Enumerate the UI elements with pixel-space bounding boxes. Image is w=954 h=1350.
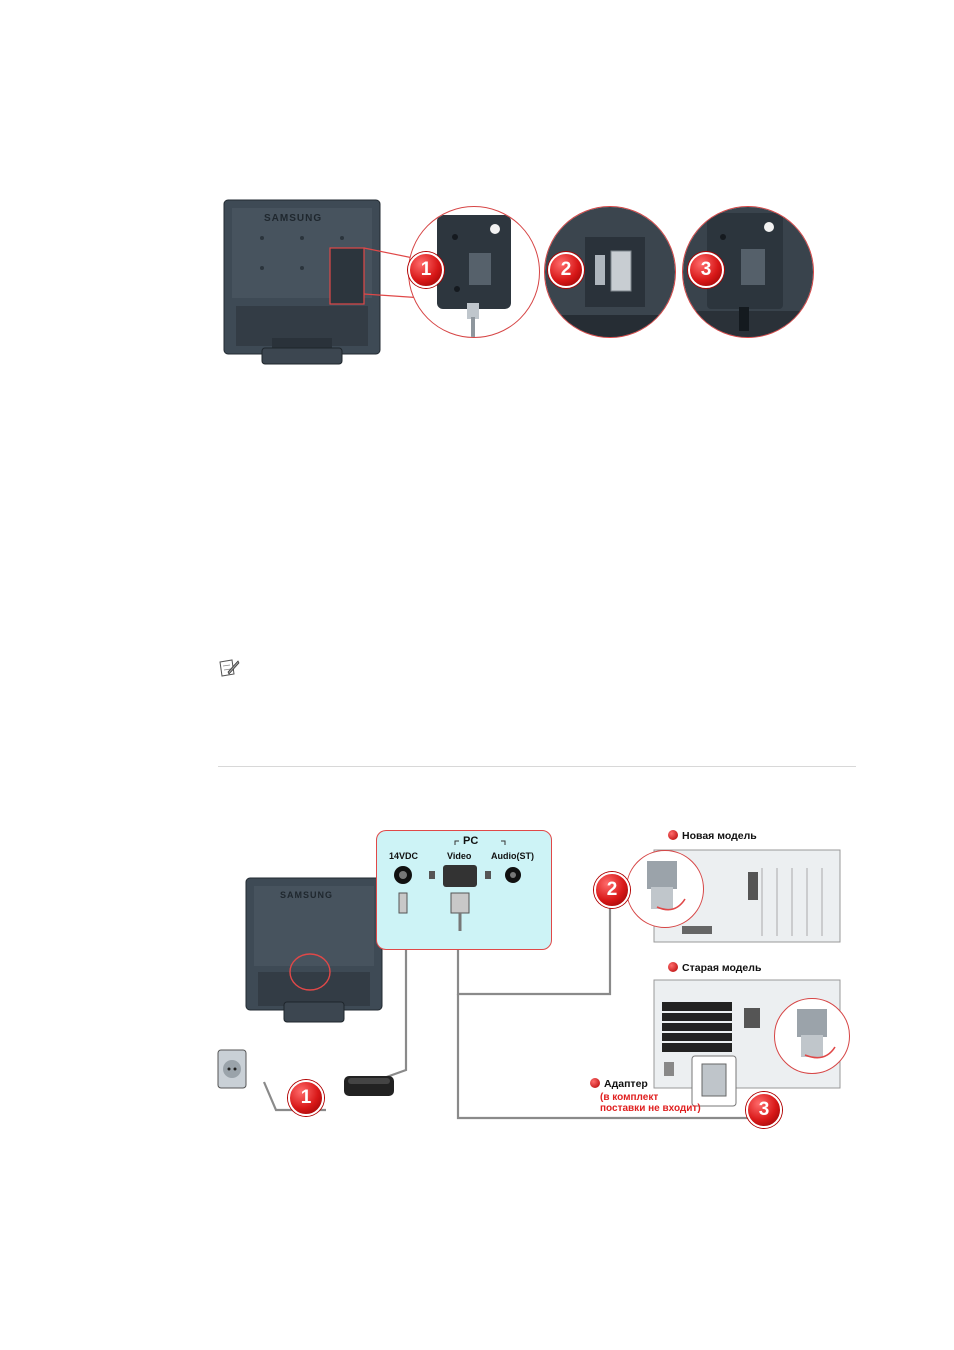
figure-monitor-back-steps: SAMSUNG — [218, 190, 838, 370]
legend-old-model: Старая модель — [668, 962, 761, 974]
old-model-label: Старая модель — [682, 962, 761, 974]
note-pencil-icon — [218, 658, 240, 678]
legend-adapter: Адаптер — [590, 1078, 648, 1090]
step-badge-3: 3 — [688, 252, 724, 288]
step-badge-1: 1 — [408, 252, 444, 288]
monitor-brand-2: SAMSUNG — [280, 890, 333, 900]
port-panel-drawing — [377, 831, 551, 949]
figure-connection-diagram: SAMSUNG PC 14VDC Video Audio(ST) Новая м… — [206, 820, 846, 1130]
port-panel: PC 14VDC Video Audio(ST) — [376, 830, 552, 950]
adapter-note-line1: (в комплект — [600, 1092, 658, 1103]
port-label-power: 14VDC — [389, 851, 418, 861]
step-badge-old: 3 — [746, 1092, 782, 1128]
step-badge-new: 2 — [594, 872, 630, 908]
port-label-video: Video — [447, 851, 471, 861]
adapter-note-line2: поставки не входит) — [600, 1103, 701, 1114]
wall-socket — [216, 1048, 250, 1092]
zoom-circle-new — [626, 850, 704, 928]
legend-new-model: Новая модель — [668, 830, 757, 842]
power-adapter — [342, 1070, 398, 1100]
vga-adapter — [690, 1054, 738, 1108]
step-badge-2: 2 — [548, 252, 584, 288]
adapter-label: Адаптер — [604, 1078, 648, 1090]
bullet-icon — [668, 962, 678, 972]
step-badge-power: 1 — [288, 1080, 324, 1116]
port-label-audio: Audio(ST) — [491, 851, 534, 861]
new-model-label: Новая модель — [682, 830, 757, 842]
bullet-icon — [668, 830, 678, 840]
section-divider — [218, 766, 856, 767]
bullet-icon — [590, 1078, 600, 1088]
zoom-circle-old — [774, 998, 850, 1074]
monitor-back-photo-2: SAMSUNG — [244, 876, 384, 1026]
